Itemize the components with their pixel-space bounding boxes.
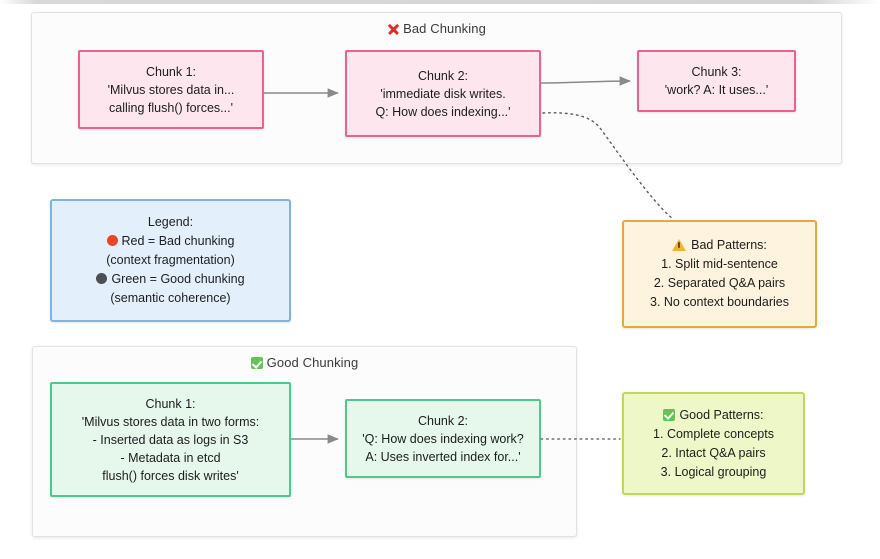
green-circle-icon [96,273,108,284]
good-chunking-title: Good Chunking [33,355,576,370]
bad-patterns-panel: Bad Patterns: 1. Split mid-sentence 2. S… [622,220,817,328]
bad-chunking-title: Bad Chunking [32,21,841,36]
bad-chunk-1-line-3: calling flush() forces...' [109,100,233,115]
bad-patterns-item-1: 1. Split mid-sentence [661,257,778,271]
bad-chunk-1-line-2: 'Milvus stores data in... [107,82,235,97]
legend-entry-green-label: Green = Good chunking [111,272,245,286]
good-chunk-1-line-1: Chunk 1: [145,396,196,411]
legend-entry-red: Red = Bad chunking [106,232,235,251]
bad-patterns-title: Bad Patterns: [672,236,767,255]
bad-patterns-item-3: 3. No context boundaries [650,295,789,309]
good-chunk-2-node[interactable]: Chunk 2: 'Q: How does indexing work? A: … [345,399,541,478]
warning-sign-icon [672,239,687,251]
good-chunk-1-node[interactable]: Chunk 1: 'Milvus stores data in two form… [50,382,291,497]
bad-patterns-title-text: Bad Patterns: [691,238,767,252]
good-patterns-title: Good Patterns: [663,406,764,425]
legend-entry-red-sub: (context fragmentation) [106,253,235,267]
bad-chunk-3-node[interactable]: Chunk 3: 'work? A: It uses...' [637,50,796,112]
bad-patterns-item-2: 2. Separated Q&A pairs [653,276,786,290]
bad-chunk-3-line-1: Chunk 3: [691,65,742,79]
good-chunk-1-line-4: - Metadata in etcd [120,450,221,465]
good-chunk-1-line-2: 'Milvus stores data in two forms: [81,414,260,429]
good-chunk-1-line-3: - Inserted data as logs in S3 [92,432,249,447]
good-patterns-item-3: 3. Logical grouping [660,464,767,479]
good-chunk-2-line-3: A: Uses inverted index for...' [365,449,521,464]
legend-entry-green: Green = Good chunking [96,270,245,289]
good-chunk-2-line-2: 'Q: How does indexing work? [362,431,524,446]
red-circle-icon [106,235,118,246]
good-chunk-2-line-1: Chunk 2: [417,413,469,428]
bad-chunk-2-line-3: Q: How does indexing...' [375,104,511,119]
bad-chunk-1-line-1: Chunk 1: [145,64,197,79]
good-chunking-title-text: Good Chunking [266,355,359,370]
good-chunk-1-line-5: flush() forces disk writes' [102,468,239,483]
bad-chunk-1-node[interactable]: Chunk 1: 'Milvus stores data in... calli… [78,50,264,129]
good-patterns-title-text: Good Patterns: [679,407,764,422]
top-divider-strip [0,0,880,4]
check-mark-button-icon [250,357,263,369]
legend-panel: Legend: Red = Bad chunking (context frag… [50,199,291,322]
good-patterns-item-2: 2. Intact Q&A pairs [661,445,766,460]
good-patterns-panel: Good Patterns: 1. Complete concepts 2. I… [622,392,805,495]
bad-chunk-3-line-2: 'work? A: It uses...' [664,83,769,97]
good-patterns-item-1: 1. Complete concepts [653,426,774,441]
check-mark-button-icon [663,408,676,421]
bad-chunk-2-line-1: Chunk 2: [417,68,469,83]
legend-entry-red-label: Red = Bad chunking [121,234,235,248]
legend-title: Legend: [147,215,194,229]
bad-chunking-title-text: Bad Chunking [403,21,486,36]
legend-entry-green-sub: (semantic coherence) [110,291,231,305]
bad-chunk-2-line-2: 'immediate disk writes. [380,86,506,101]
cross-mark-icon [387,23,399,35]
bad-chunk-2-node[interactable]: Chunk 2: 'immediate disk writes. Q: How … [345,50,541,137]
